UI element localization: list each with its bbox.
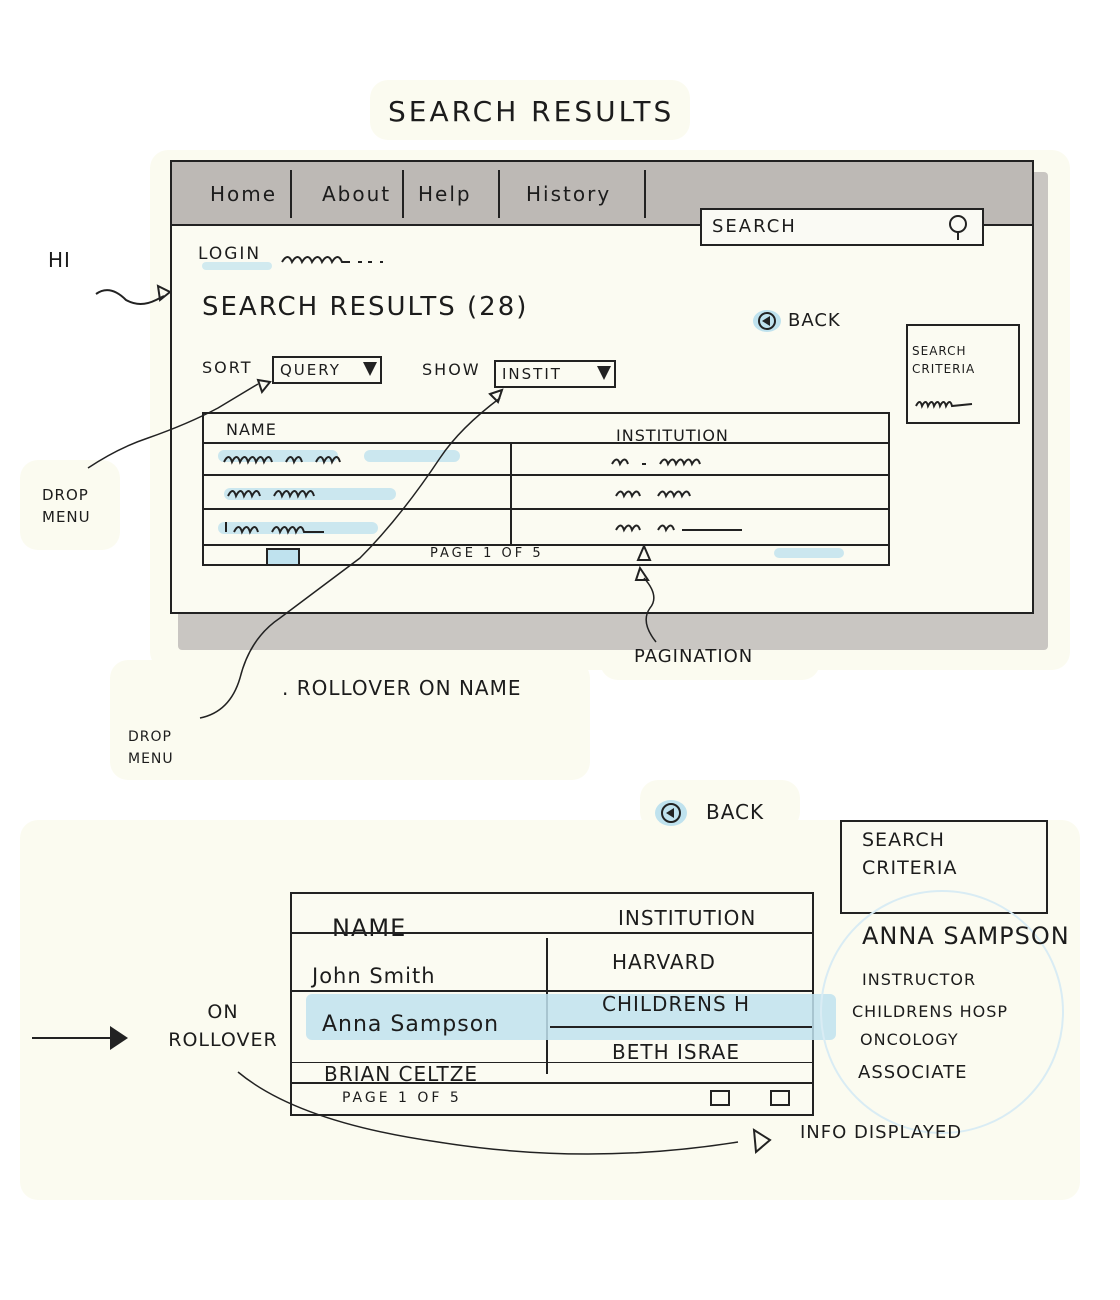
- table-row-institution: CHILDRENS H: [602, 992, 751, 1016]
- criteria-scribble: [915, 401, 973, 409]
- row-divider: [204, 474, 888, 476]
- column-header-institution: INSTITUTION: [616, 426, 729, 445]
- pagination-text: PAGE 1 OF 5: [342, 1090, 462, 1106]
- search-criteria-panel: SEARCH CRITERIA: [906, 324, 1020, 424]
- search-input[interactable]: [702, 210, 934, 242]
- annotation-arrow: [199, 388, 504, 719]
- annotation-on-rollover: ON ROLLOVER: [168, 1001, 278, 1051]
- row-highlight: [218, 450, 338, 462]
- info-name: ANNA SAMPSON: [862, 922, 1070, 950]
- info-hospital: CHILDRENS HOSP: [852, 1002, 1009, 1021]
- show-dropdown[interactable]: INSTIT: [494, 360, 616, 388]
- login-link[interactable]: LOGIN: [198, 244, 262, 264]
- table-row-institution-scribble: [615, 524, 742, 533]
- row-divider: [550, 1026, 812, 1028]
- column-divider: [510, 442, 512, 546]
- back-label: BACK: [788, 310, 841, 331]
- nav-item-home[interactable]: Home: [210, 182, 278, 206]
- nav-separator: [402, 170, 404, 218]
- nav-item-help[interactable]: Help: [418, 182, 472, 206]
- row-highlight: [224, 488, 396, 500]
- page-title: SEARCH RESULTS: [388, 95, 675, 128]
- sort-dropdown[interactable]: QUERY: [272, 356, 382, 384]
- login-highlight: [202, 262, 272, 270]
- login-scribble: [281, 256, 383, 265]
- back-label: BACK: [706, 800, 765, 824]
- show-value: INSTIT: [502, 365, 562, 383]
- criteria-title: SEARCH CRITERIA: [912, 344, 976, 376]
- results-heading: SEARCH RESULTS (28): [202, 292, 529, 322]
- row-divider: [292, 932, 812, 934]
- info-role: ASSOCIATE: [858, 1062, 968, 1083]
- table-row-name-scribble[interactable]: [222, 518, 422, 538]
- table-row-name-scribble[interactable]: [224, 482, 424, 502]
- nav-item-about[interactable]: About: [322, 182, 392, 206]
- nav-separator: [290, 170, 292, 218]
- info-title: INSTRUCTOR: [862, 970, 977, 989]
- nav-separator: [498, 170, 500, 218]
- back-button[interactable]: BACK: [654, 796, 794, 830]
- row-divider: [292, 1082, 812, 1084]
- table-row-institution: BETH ISRAE: [612, 1040, 740, 1064]
- row-divider: [204, 442, 888, 444]
- column-header-name: NAME: [226, 420, 277, 439]
- pagination-text: PAGE 1 OF 5: [430, 546, 544, 561]
- sort-value: QUERY: [280, 361, 341, 379]
- pagination-highlight: [774, 548, 844, 558]
- search-field: [700, 208, 984, 246]
- back-icon: [753, 310, 781, 332]
- info-popover-outline: [820, 890, 1064, 1134]
- chevron-down-icon: [597, 366, 611, 380]
- search-icon[interactable]: [946, 213, 972, 241]
- nav-separator: [644, 170, 646, 218]
- annotation-arrow: [237, 1071, 772, 1155]
- arrow-icon: [95, 284, 172, 305]
- show-label: SHOW: [422, 360, 481, 379]
- annotation-arrow: [87, 378, 272, 469]
- row-divider: [204, 508, 888, 510]
- table-row-institution-scribble: [615, 490, 691, 499]
- criteria-title: SEARCH CRITERIA: [862, 829, 958, 879]
- next-page-icon[interactable]: [636, 544, 652, 562]
- row-highlight: [306, 994, 836, 1040]
- annotation-drop-menu-1: DROP MENU: [42, 486, 91, 526]
- arrow-icon: [32, 1026, 128, 1050]
- annotation-pagination: PAGINATION: [634, 646, 754, 667]
- column-header-institution: INSTITUTION: [618, 906, 757, 930]
- row-highlight: [364, 450, 460, 462]
- chevron-down-icon: [363, 362, 377, 376]
- nav-item-history[interactable]: History: [526, 182, 612, 206]
- table-row-name[interactable]: John Smith: [312, 964, 436, 988]
- annotation-hi: HI: [48, 248, 71, 272]
- info-department: ONCOLOGY: [860, 1030, 959, 1049]
- next-page-button[interactable]: [770, 1090, 790, 1106]
- row-divider: [204, 544, 888, 546]
- annotation-rollover-on-name: . ROLLOVER ON NAME: [282, 676, 522, 700]
- prev-page-button[interactable]: [266, 548, 300, 566]
- results-table: NAME INSTITUTION John Smith HARVARD Anna…: [290, 892, 836, 1116]
- top-wireframe: Home About Help History LOGIN SEARCH RES…: [170, 160, 1034, 614]
- results-table: NAME INSTITUTION PAGE 1 OF 5: [202, 412, 890, 566]
- back-icon: [655, 800, 687, 826]
- annotation-drop-menu-2: DROP MENU: [128, 729, 174, 767]
- table-row-institution-scribble: [611, 458, 701, 467]
- table-row-institution: HARVARD: [612, 950, 716, 974]
- row-divider: [292, 1062, 812, 1063]
- table-row-name[interactable]: Anna Sampson: [322, 1012, 500, 1037]
- annotation-arrow: [634, 566, 657, 643]
- column-header-name: NAME: [332, 914, 407, 942]
- sort-label: SORT: [202, 358, 253, 377]
- annotation-info-displayed: INFO DISPLAYED: [800, 1122, 963, 1143]
- row-divider: [292, 990, 812, 992]
- prev-page-button[interactable]: [710, 1090, 730, 1106]
- table-row-name-scribble[interactable]: [220, 448, 460, 468]
- back-button[interactable]: BACK: [752, 306, 872, 336]
